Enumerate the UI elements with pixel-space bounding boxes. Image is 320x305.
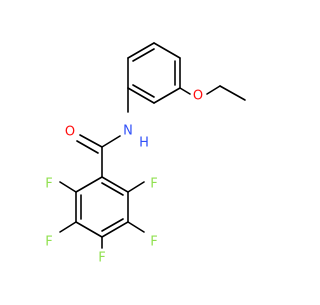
bond <box>127 181 145 193</box>
bond <box>127 87 155 104</box>
bond-inner <box>132 84 155 98</box>
atom-oxygen-carbonyl: O <box>65 125 75 140</box>
bond <box>179 87 191 95</box>
atom-hydrogen-amide: H <box>139 136 149 151</box>
bond <box>59 221 77 233</box>
bond <box>75 221 103 238</box>
bond-layer <box>59 42 246 249</box>
molecule-drawing: O N H O F F F F F <box>45 42 246 266</box>
bond <box>101 176 129 193</box>
bond <box>153 42 181 59</box>
atom-oxygen-ether: O <box>193 89 203 104</box>
bond <box>127 221 145 233</box>
bond <box>101 135 121 148</box>
bond <box>75 176 103 193</box>
bond <box>79 134 103 148</box>
bond <box>76 140 99 154</box>
bond <box>219 85 246 101</box>
bond <box>101 221 129 238</box>
bond-inner <box>101 182 124 196</box>
atom-fluorine-bottom: F <box>98 251 105 266</box>
atom-fluorine-top-left: F <box>45 177 52 192</box>
bond <box>59 181 77 193</box>
atom-nitrogen-amide: N <box>123 124 133 139</box>
atom-labels: O N H O F F F F F <box>45 89 203 266</box>
bond-inner <box>101 218 124 232</box>
bond-inner <box>132 48 155 62</box>
bond <box>206 85 221 95</box>
bond <box>127 42 155 59</box>
structure-svg: O N H O F F F F F <box>45 42 246 266</box>
atom-fluorine-bottom-right: F <box>150 235 157 250</box>
bond <box>153 87 181 104</box>
atom-fluorine-bottom-left: F <box>45 235 52 250</box>
atom-fluorine-top-right: F <box>150 177 157 192</box>
